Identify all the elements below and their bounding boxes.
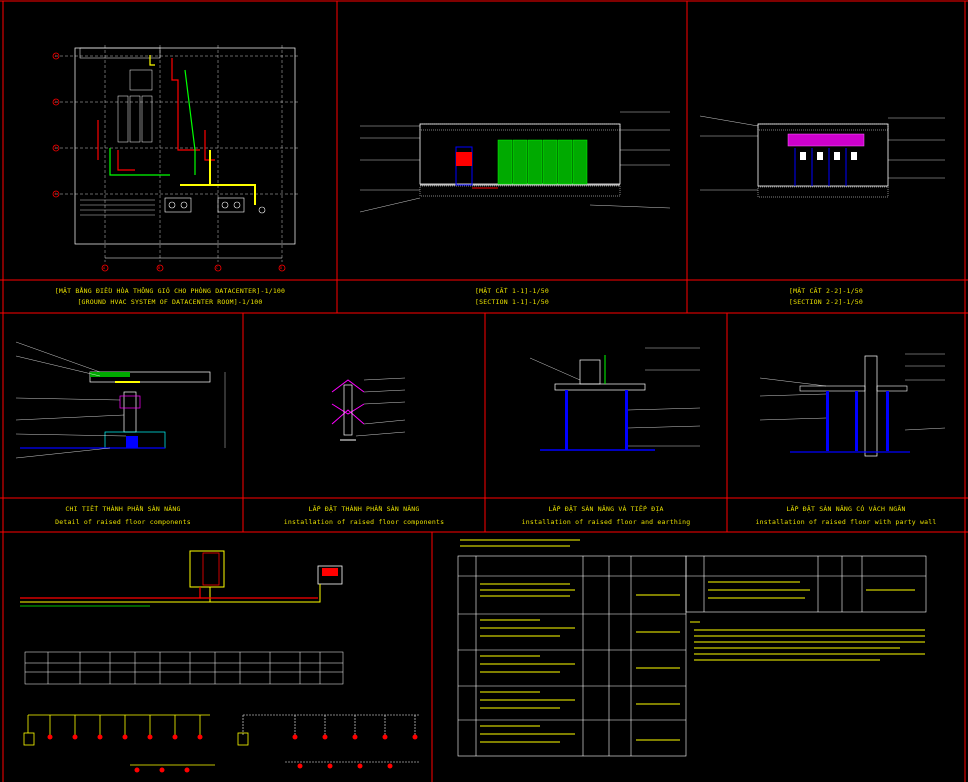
- detail-3-title: LẮP ĐẶT SÀN NÂNG VÀ TIẾP ĐỊA: [548, 505, 664, 513]
- row-bubble-2: 2: [54, 100, 57, 104]
- section-2-subtitle: [SECTION 2-2]-1/50: [788, 298, 864, 306]
- detail-3-subtitle: installation of raised floor and earthin…: [521, 518, 691, 526]
- section-1-title: [MẶT CẮT 1-1]-1/50: [474, 287, 550, 295]
- row-bubble-4: 4: [54, 192, 57, 196]
- distribution-tree-left-valves: [47, 734, 203, 773]
- spec-table-text-lines: [460, 539, 925, 743]
- distribution-tree-left: [23, 714, 215, 766]
- detail-party-wall: [759, 353, 946, 457]
- detail-2-subtitle: installation of raised floor components: [283, 518, 445, 526]
- grid-bubble-a: A: [103, 266, 106, 270]
- specification-table: [457, 555, 927, 757]
- detail-2-title: LẮP ĐẶT THÀNH PHẦN SÀN NÂNG: [308, 505, 420, 513]
- grid-bubble-c: C: [216, 266, 219, 270]
- section-1-1: [359, 111, 671, 213]
- row-bubble-3: 3: [54, 146, 57, 150]
- detail-4-subtitle: installation of raised floor with party …: [755, 518, 937, 526]
- detail-1-subtitle: Detail of raised floor components: [55, 518, 191, 526]
- plan-subtitle: [GROUND HVAC SYSTEM OF DATACENTER ROOM]-…: [77, 298, 263, 306]
- distribution-tree-right-valves: [292, 734, 418, 769]
- plan-title: [MẶT BẰNG ĐIỀU HÒA THÔNG GIÓ CHO PHÒNG D…: [54, 287, 286, 295]
- piping-schematic: [20, 550, 343, 607]
- detail-earthing: [529, 347, 701, 451]
- hvac-floor-plan: [52, 45, 300, 272]
- section-1-subtitle: [SECTION 1-1]-1/50: [474, 298, 550, 306]
- detail-4-title: LẮP ĐẶT SÀN NÂNG CÓ VÁCH NGĂN: [786, 505, 906, 513]
- section-2-title: [MẶT CẮT 2-2]-1/50: [788, 287, 864, 295]
- distribution-tree-right: [242, 714, 420, 763]
- grid-bubble-d: D: [280, 266, 283, 270]
- equipment-table-small: [24, 651, 344, 685]
- grid-bubble-b: B: [158, 266, 161, 270]
- detail-1-title: CHI TIẾT THÀNH PHẦN SÀN NÂNG: [65, 505, 181, 513]
- detail-raised-floor-components: [15, 341, 226, 459]
- row-bubble-1: 1: [54, 54, 57, 58]
- section-2-2: [699, 115, 945, 198]
- detail-floor-installation: [331, 377, 406, 441]
